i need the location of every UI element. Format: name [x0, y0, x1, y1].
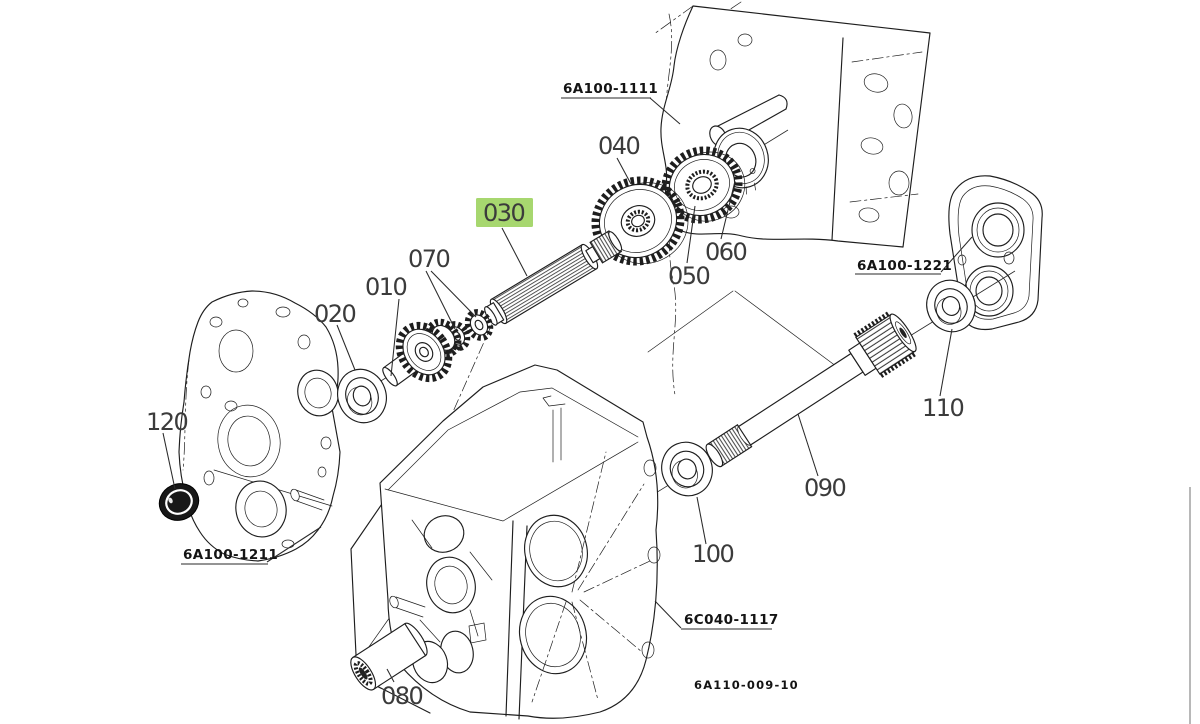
part-number-030: 030 — [483, 199, 525, 227]
highlight-box-030 — [476, 198, 533, 227]
part-label-100[interactable]: 100 — [692, 540, 735, 568]
oil-seal-120 — [158, 483, 200, 521]
ref-label-6a100-1211[interactable]: 6A100-1211 — [181, 547, 278, 565]
part-label-060[interactable]: 060 — [705, 238, 748, 266]
gear-040 — [591, 176, 689, 266]
ref-label-6c040-1117[interactable]: 6C040-1117 — [681, 612, 779, 630]
part-number-070: 070 — [408, 245, 450, 273]
part-number-010: 010 — [365, 273, 407, 301]
ref-text-side-cover: 6A100-1221 — [857, 258, 952, 274]
part-label-090[interactable]: 090 — [804, 474, 847, 502]
part-number-060: 060 — [705, 238, 747, 266]
part-label-020[interactable]: 020 — [314, 300, 357, 328]
part-label-110[interactable]: 110 — [922, 394, 965, 422]
drawing-number: 6A110-009-10 — [694, 678, 799, 692]
left-housing-6a100-1211 — [178, 290, 341, 562]
part-number-050: 050 — [668, 262, 710, 290]
part-number-090: 090 — [804, 474, 846, 502]
gear-050 — [661, 146, 746, 224]
bearing-100 — [661, 441, 713, 497]
part-label-030[interactable]: 030 — [476, 198, 533, 227]
splined-shaft-030 — [484, 230, 623, 326]
ref-text-bottom-case: 6C040-1117 — [684, 612, 779, 628]
part-number-100: 100 — [692, 540, 734, 568]
part-number-120: 120 — [146, 408, 188, 436]
leader-lines — [162, 97, 973, 683]
cluster-gear-010 — [382, 318, 462, 387]
bearing-110 — [926, 279, 976, 333]
pto-shaft-090 — [705, 310, 918, 468]
part-label-050[interactable]: 050 — [668, 262, 711, 290]
part-label-120[interactable]: 120 — [146, 408, 189, 436]
part-label-040[interactable]: 040 — [598, 132, 641, 160]
ref-text-left-housing: 6A100-1211 — [183, 547, 278, 563]
part-number-020: 020 — [314, 300, 356, 328]
side-cover-6a100-1221 — [948, 175, 1043, 331]
bottom-case-6c040-1117 — [350, 364, 661, 720]
ref-text-top-housing: 6A100-1111 — [563, 81, 658, 97]
ref-label-6a100-1221[interactable]: 6A100-1221 — [855, 258, 952, 275]
collar-080 — [350, 622, 428, 691]
part-label-080[interactable]: 080 — [381, 682, 424, 710]
part-number-110: 110 — [922, 394, 964, 422]
part-label-010[interactable]: 010 — [365, 273, 408, 301]
part-label-070[interactable]: 070 — [408, 245, 451, 273]
ref-label-6a100-1111[interactable]: 6A100-1111 — [561, 81, 658, 99]
bearing-020 — [337, 368, 387, 424]
part-number-040: 040 — [598, 132, 640, 160]
part-number-080: 080 — [381, 682, 423, 710]
